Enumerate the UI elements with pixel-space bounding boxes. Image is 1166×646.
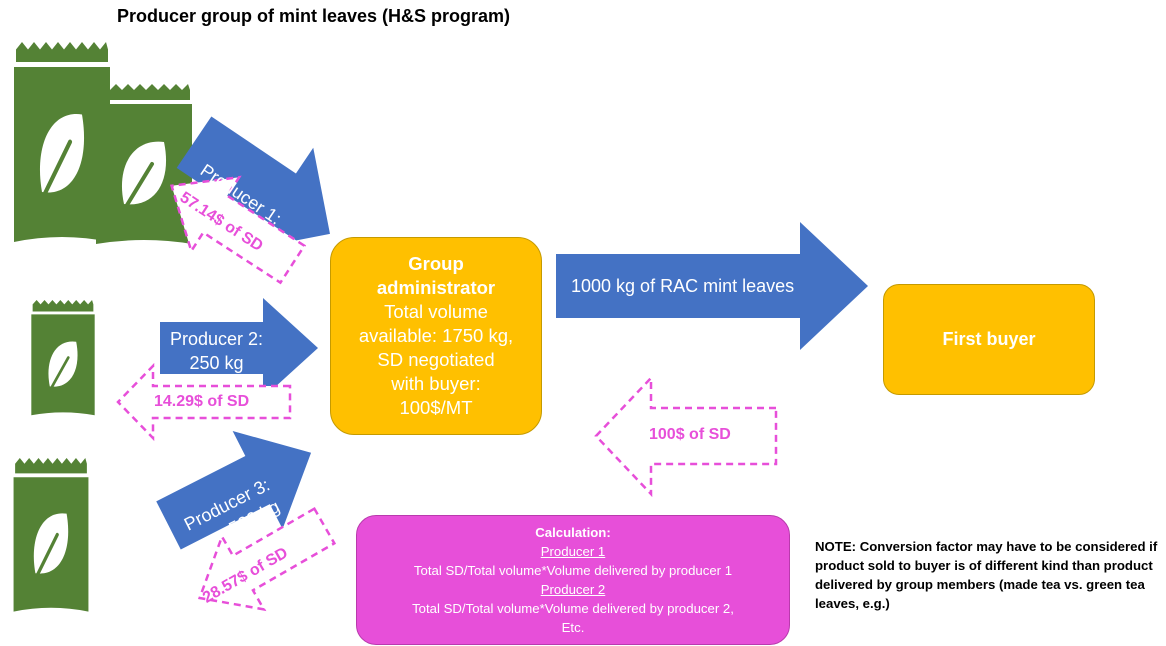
producer2-payment-label: 14.29$ of SD bbox=[154, 393, 250, 410]
producer1-payment-arrow bbox=[169, 175, 307, 285]
bag-icon-3 bbox=[11, 456, 91, 614]
first-buyer-box: First buyer bbox=[883, 284, 1095, 395]
bag-icon-1a bbox=[14, 42, 110, 242]
from-buyer-payment-label: 100$ of SD bbox=[649, 426, 731, 443]
producer1-arrow bbox=[176, 116, 330, 251]
to-buyer-label: 1000 kg of RAC mint leaves bbox=[571, 276, 795, 296]
group-administrator-box: Group administrator Total volume availab… bbox=[330, 237, 542, 435]
producer2-arrow bbox=[160, 298, 318, 398]
conversion-note: NOTE: Conversion factor may have to be c… bbox=[815, 539, 1158, 611]
from-buyer-payment-arrow bbox=[594, 374, 778, 498]
producer2-label: Producer 2: 250 kg bbox=[170, 329, 264, 373]
calculation-box: Calculation: Producer 1 Total SD/Total v… bbox=[356, 515, 790, 645]
producer3-payment-arrow bbox=[197, 506, 337, 612]
to-buyer-arrow bbox=[556, 222, 868, 350]
producer2-payment-arrow bbox=[116, 362, 292, 442]
page-title: Producer group of mint leaves (H&S progr… bbox=[117, 6, 511, 26]
bag-icon-1b bbox=[94, 82, 194, 246]
producer3-arrow bbox=[156, 431, 312, 550]
bag-icon-2 bbox=[29, 298, 97, 417]
